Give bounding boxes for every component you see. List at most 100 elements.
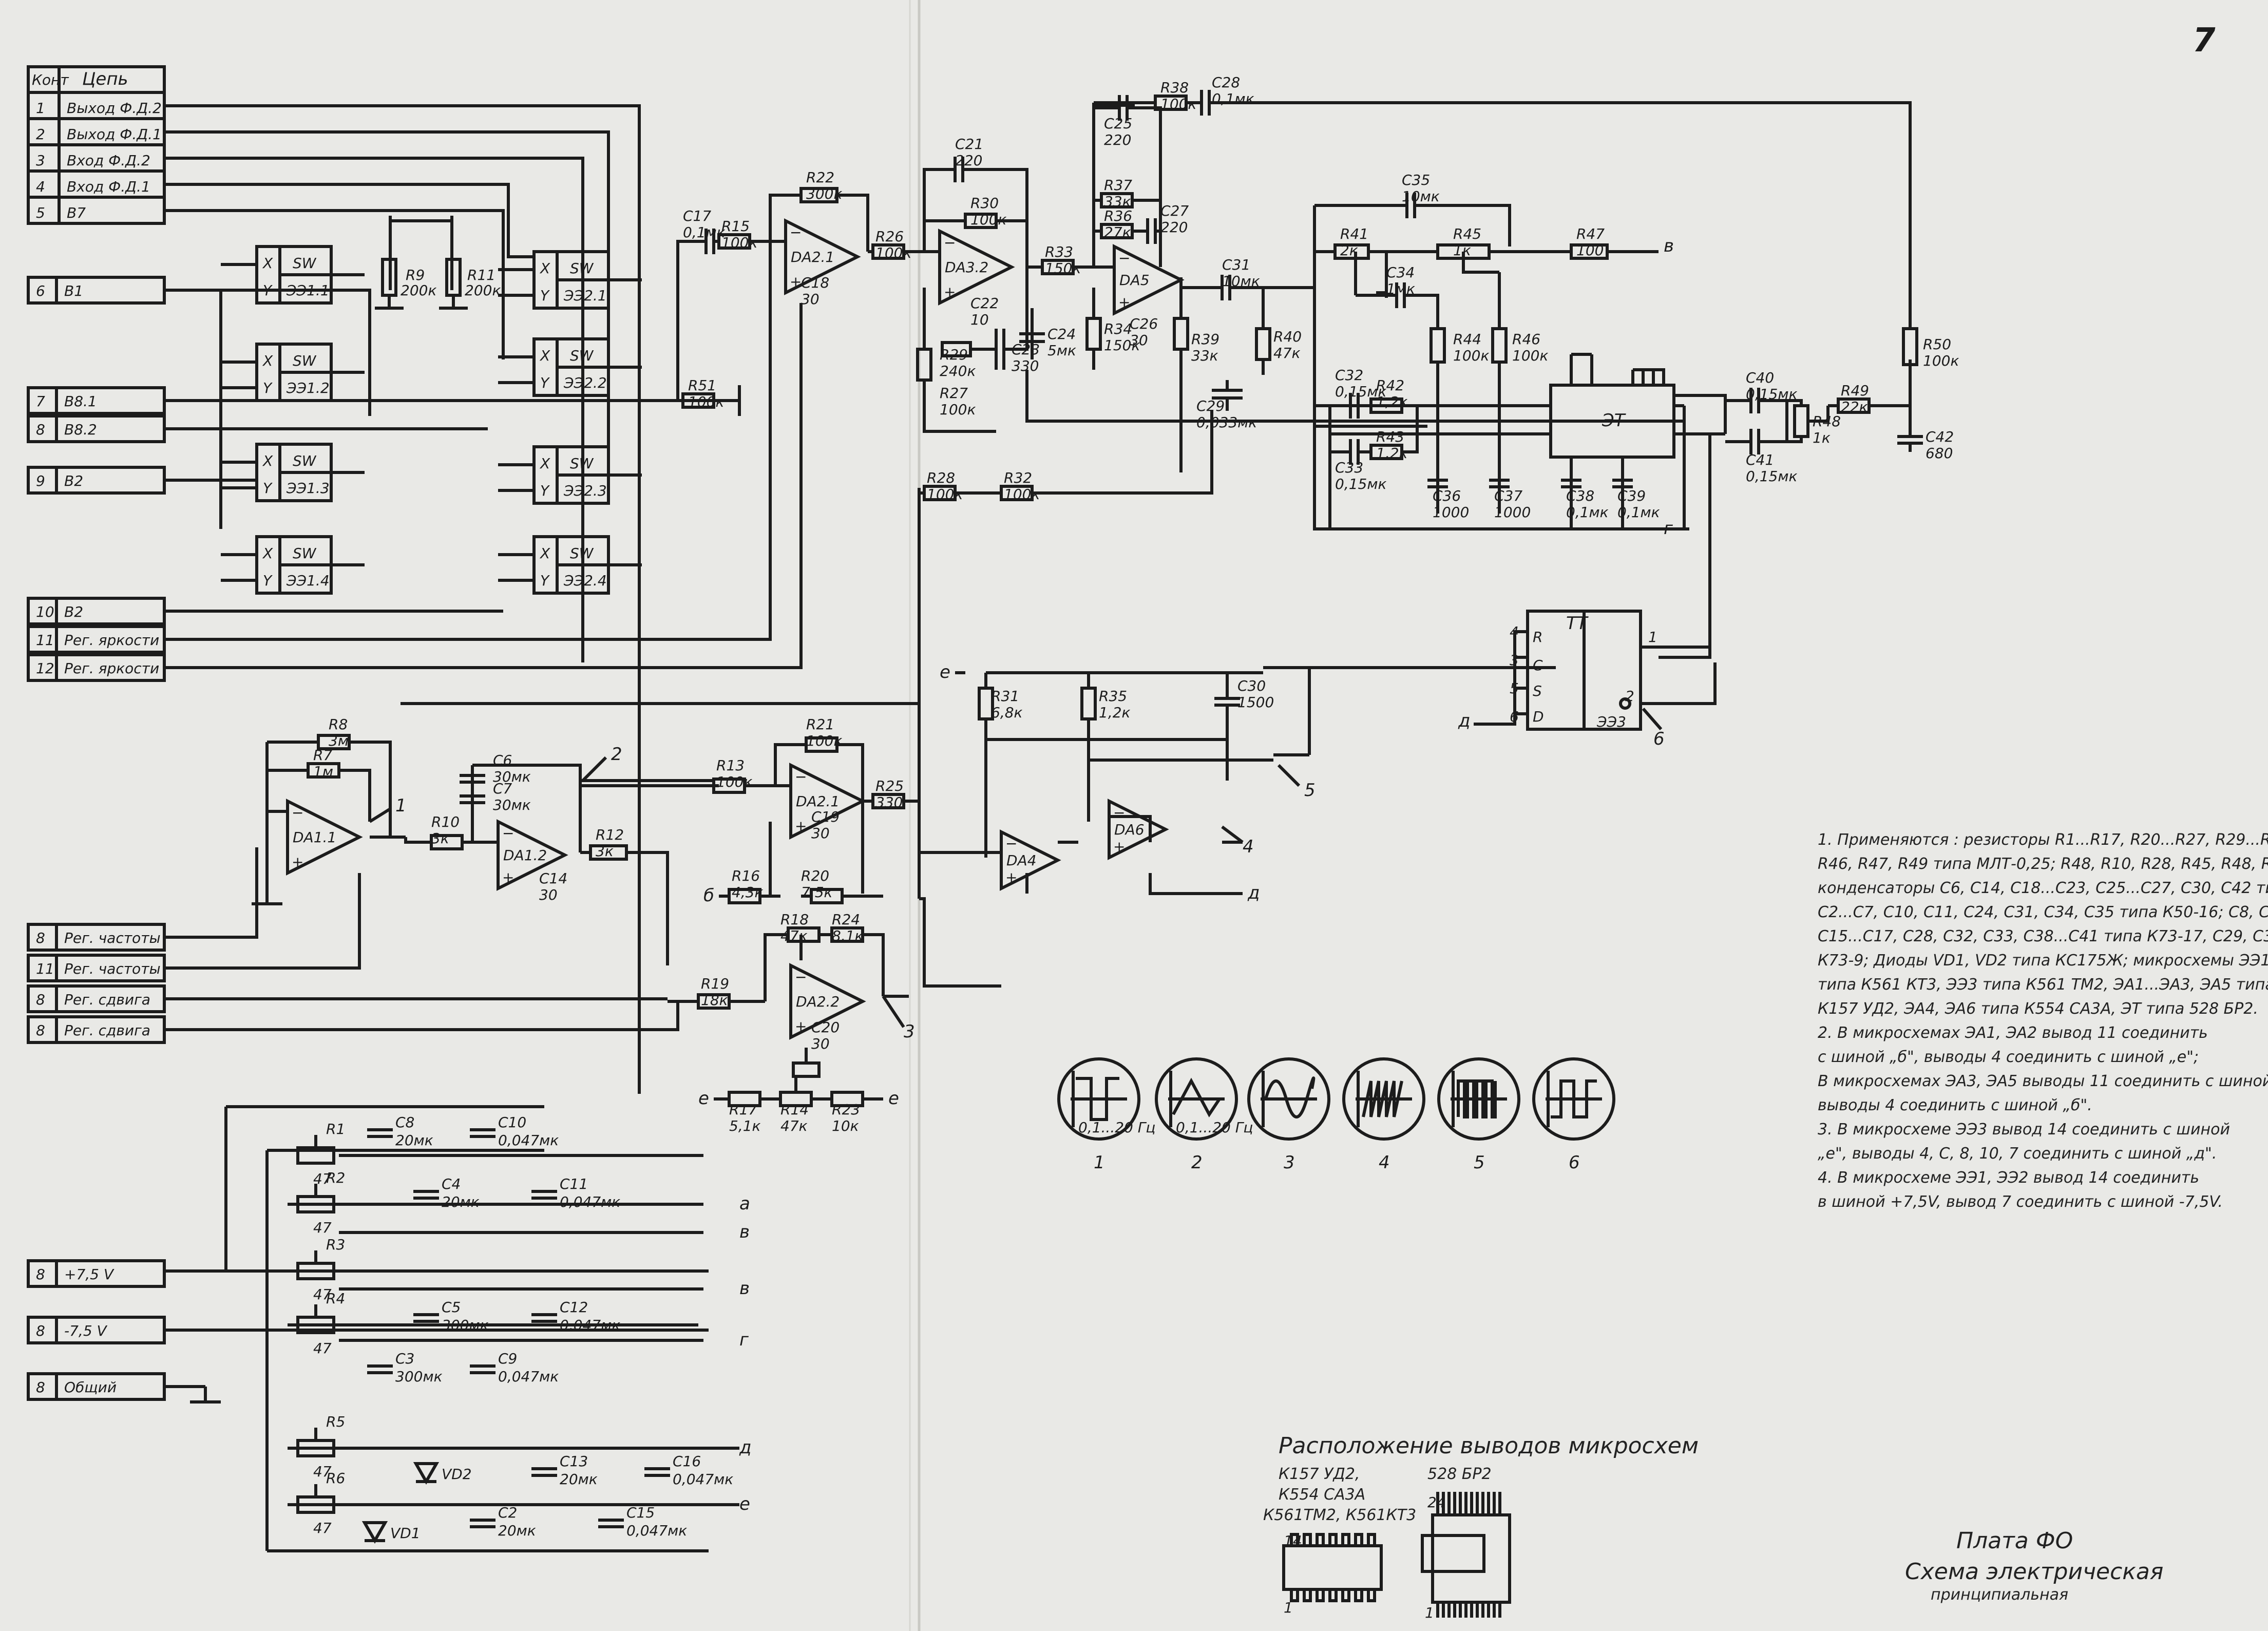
callout-3: 3 (904, 1021, 915, 1042)
trigger-pin-s: S (1533, 682, 1542, 699)
val-C28: 0,1мк (1212, 90, 1254, 107)
trigger-pin-r: R (1533, 629, 1542, 646)
opamp-plus: + (1113, 838, 1125, 855)
opamp-name: DA5 (1119, 272, 1150, 289)
note-line-11: выводы 4 соединить с шиной „б". (1818, 1096, 2092, 1114)
switch-y-pin: Y (540, 374, 550, 391)
trigger-name: ЭЭ3 (1596, 713, 1626, 730)
ref-C42: C42 (1926, 428, 1954, 445)
trigger-pin-num-4: 1 (1648, 629, 1657, 646)
cap-val: 20мк (560, 1471, 598, 1488)
waveform-2: 20,1...20 Гц (1155, 1057, 1253, 1173)
val-C35: 10мк (1402, 188, 1440, 205)
cap-ref: C15 (626, 1504, 655, 1521)
ref-R10: R10 (431, 813, 460, 830)
et-chip-name: ЭТ (1602, 410, 1626, 431)
ref-R13: R13 (716, 757, 745, 774)
ref-R17: R17 (729, 1101, 757, 1118)
connector-label-2: Выход Ф.Д.1 (67, 126, 162, 143)
switch-x-pin: X (539, 455, 550, 472)
oscillator-section (252, 671, 1273, 1107)
val-R39: 33к (1191, 347, 1218, 364)
junction-e-low2: е (888, 1088, 899, 1109)
svg-text:200к: 200к (401, 282, 436, 299)
side-connector-3-num: 9 (36, 472, 45, 489)
val-R35: 1,2к (1099, 704, 1131, 721)
val-R32: 100к (1004, 486, 1040, 503)
val-C17: 0,1мк (683, 224, 726, 241)
val-C6: 30мк (493, 768, 531, 785)
pot-ref: R6 (326, 1470, 345, 1487)
val-C34: 1мк (1386, 280, 1415, 297)
ref-R7: R7 (313, 747, 332, 764)
power-output-0: а (739, 1193, 750, 1214)
waveform-num: 3 (1284, 1152, 1295, 1173)
svg-text:R11: R11 (467, 267, 495, 283)
opamp-2: DA5−+ (1113, 244, 1185, 316)
val-C27: 220 (1160, 219, 1188, 236)
ref-C23: C23 (1012, 341, 1040, 358)
dip-pin-1: 1 (1284, 1599, 1293, 1616)
pot-val: 47 (313, 1520, 332, 1537)
side-connector-0-num: 6 (36, 282, 45, 299)
power-connector-2: 8 Общий (27, 1372, 166, 1401)
ref-R29: R29 (940, 346, 968, 363)
power-connector-2-num: 8 (36, 1379, 45, 1396)
ref-R49: R49 (1841, 382, 1869, 399)
opamp-minus: − (1118, 250, 1130, 267)
note-line-5: К73-9; Диоды VD1, VD2 типа КС175Ж; микро… (1818, 952, 2268, 970)
ref-C39: C39 (1617, 487, 1646, 504)
switch-name: ЭЭ2.1 (563, 287, 607, 304)
opamp-minus: − (795, 969, 807, 985)
opamp-name: DA1.2 (503, 847, 547, 864)
power-connector-0-label: +7,5 V (64, 1266, 115, 1283)
opamp-minus: − (944, 234, 956, 251)
opamp-8: DA2.2−+ (789, 963, 866, 1040)
val-R28: 100к (927, 486, 963, 503)
val-R50: 100к (1923, 352, 1959, 369)
ref-C36: C36 (1433, 487, 1461, 504)
ref-R27: R27 (940, 385, 968, 402)
ref-R18: R18 (780, 911, 809, 928)
note-line-6: типа К561 КТ3, ЭЭ3 типа К561 ТМ2, ЭА1...… (1818, 976, 2268, 994)
waveform-5: 5 (1437, 1057, 1520, 1173)
ref-C41: C41 (1746, 451, 1774, 468)
opamp-5: DA2.1−+ (789, 763, 866, 840)
junction-d-mid: д (1247, 883, 1260, 903)
ref-C31: C31 (1222, 256, 1250, 273)
val-R45: 1к (1453, 242, 1471, 259)
power-connector-2-label: Общий (64, 1379, 117, 1396)
val-C39: 0,1мк (1617, 504, 1660, 521)
ref-R30: R30 (970, 195, 999, 212)
cap-val: 0,047мк (498, 1132, 559, 1149)
diode-VD2: VD2 (413, 1462, 472, 1485)
power-connector-1: 8-7,5 V (27, 1316, 166, 1344)
power-connectors: 8+7,5 V 8-7,5 V 8 Общий (27, 1259, 166, 1401)
diode-ref: VD1 (390, 1525, 421, 1542)
pot-val: 47 (313, 1340, 332, 1357)
cap-val: 20мк (442, 1193, 480, 1210)
opamp-1: DA3.2−+ (938, 229, 1015, 306)
pot-ref: R3 (326, 1236, 345, 1253)
switch-y-pin: Y (263, 380, 273, 396)
note-line-2: конденсаторы С6, С14, С18...С23, С25...С… (1818, 879, 2268, 897)
cap-val: 300мк (395, 1368, 443, 1385)
val-R40: 47к (1273, 345, 1301, 362)
side-connector-1-label: В8.1 (64, 393, 97, 410)
callout-1: 1 (395, 795, 407, 816)
waveform-num: 2 (1191, 1152, 1203, 1173)
opamp-name: DA2.2 (796, 993, 840, 1010)
power-connector-0: 8+7,5 V (27, 1259, 166, 1288)
switch-x-pin: X (262, 452, 273, 469)
opamp-minus: − (795, 768, 807, 785)
connector-label-1: Выход Ф.Д.2 (67, 100, 162, 117)
control-connector-3-label: Рег. сдвига (64, 1022, 150, 1039)
ref-R40: R40 (1273, 328, 1302, 345)
